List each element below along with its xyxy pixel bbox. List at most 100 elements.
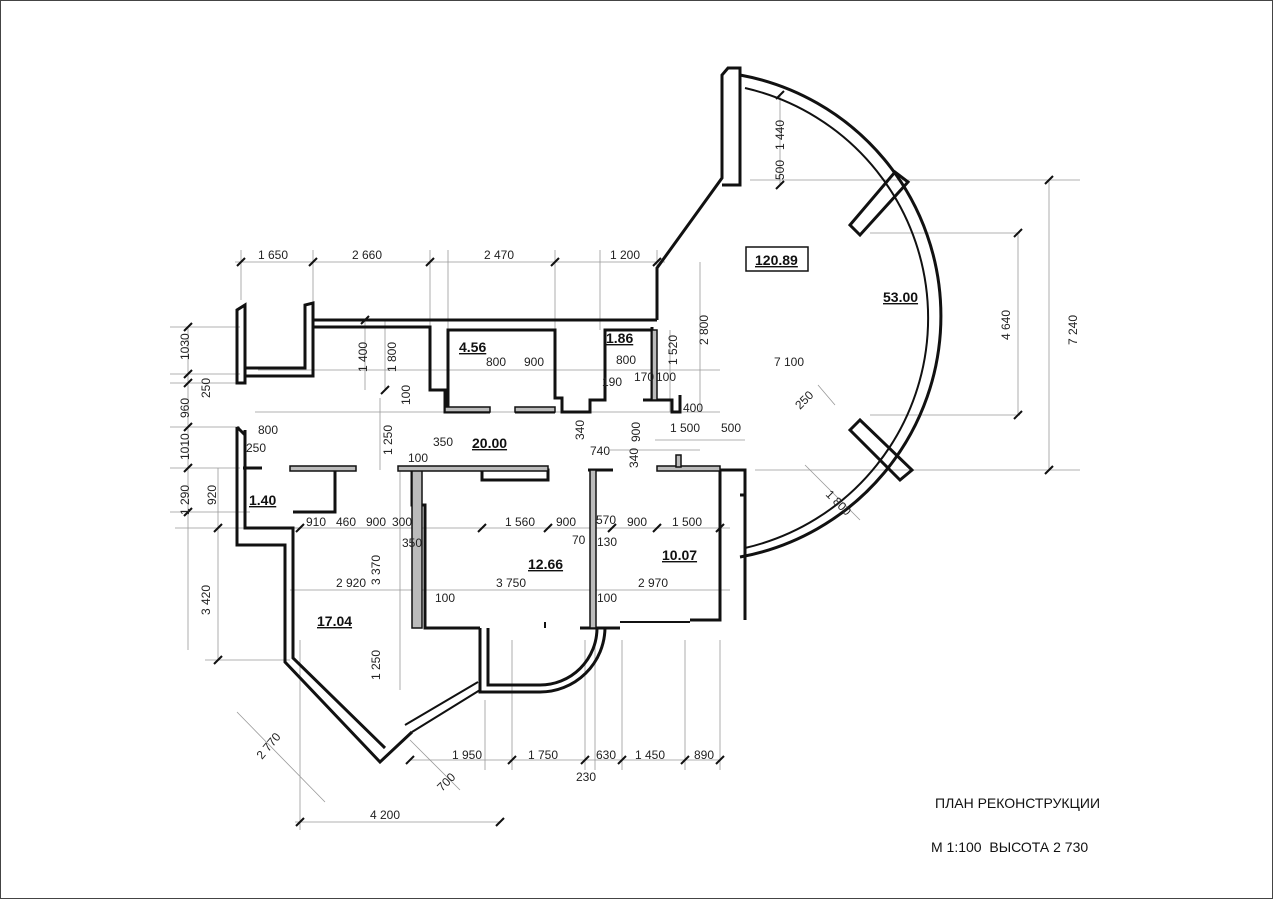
dimension-label: 250 — [199, 378, 213, 398]
dimension-label: 800 — [258, 423, 278, 437]
dimension-label: 1 450 — [635, 748, 665, 762]
dimension-label: 250 — [246, 441, 266, 455]
dimension-label: 740 — [590, 444, 610, 458]
dimension-tick — [295, 817, 305, 827]
dimension-tick — [775, 180, 785, 190]
dimension-label: 900 — [629, 422, 643, 442]
dimension-label: 1010 — [178, 433, 192, 460]
dimension-label: 230 — [576, 770, 596, 784]
dimension-tick — [617, 755, 627, 765]
dimension-label: 1 500 — [672, 515, 702, 529]
dimension-label: 800 — [616, 353, 636, 367]
room-area-label: 1.86 — [606, 330, 633, 346]
room-area-label: 20.00 — [472, 435, 507, 451]
dimension-label: 7 240 — [1066, 315, 1080, 345]
dimension-label: 130 — [597, 535, 617, 549]
dimension-label: 100 — [399, 385, 413, 405]
dimension-label: 1 520 — [666, 335, 680, 365]
dimension-label: 960 — [178, 398, 192, 418]
dimension-label: 190 — [602, 375, 622, 389]
dimension-tick — [652, 257, 662, 267]
dimension-tick — [543, 523, 553, 533]
dimension-label: 570 — [596, 513, 616, 527]
dimension-tick — [213, 523, 223, 533]
dimension-label: 900 — [524, 355, 544, 369]
dimension-label: 4 640 — [999, 310, 1013, 340]
dimension-tick — [213, 655, 223, 665]
dimension-label: 900 — [627, 515, 647, 529]
dimension-tick — [652, 523, 662, 533]
dimension-tick — [183, 507, 193, 517]
dimension-label: 1 250 — [369, 650, 383, 680]
room-area-label: 12.66 — [528, 556, 563, 572]
dimension-label: 1 290 — [178, 485, 192, 515]
dimension-tick — [680, 755, 690, 765]
dimension-label: 500 — [721, 421, 741, 435]
dimension-label: 460 — [336, 515, 356, 529]
dimension-label: 100 — [597, 591, 617, 605]
dimension-label: 3 370 — [369, 555, 383, 585]
dimension-label: 800 — [486, 355, 506, 369]
dimension-label: 340 — [627, 448, 641, 468]
total-area-box — [745, 246, 809, 272]
room-area-label: 17.04 — [317, 613, 352, 629]
room-area-label: 10.07 — [662, 547, 697, 563]
dimension-tick — [380, 385, 390, 395]
dimension-label: 2 770 — [254, 730, 284, 762]
dimension-tick — [183, 369, 193, 379]
dimension-label: 350 — [433, 435, 453, 449]
dimension-lines — [170, 95, 1080, 830]
dimension-label: 1 650 — [258, 248, 288, 262]
dimension-label: 2 800 — [697, 315, 711, 345]
dimension-tick — [580, 755, 590, 765]
dimension-tick — [715, 755, 725, 765]
dimension-tick — [308, 257, 318, 267]
plan-scale: М 1:100 ВЫСОТА 2 730 — [931, 839, 1088, 855]
dimension-label: 1 560 — [505, 515, 535, 529]
dimension-tick — [295, 523, 305, 533]
dimension-tick — [550, 257, 560, 267]
dimension-label: 1030 — [178, 333, 192, 360]
dimension-tick — [183, 422, 193, 432]
dimension-label: 900 — [366, 515, 386, 529]
total-area: 120.89 — [755, 252, 798, 268]
dimension-tick — [1044, 175, 1054, 185]
dimension-ticks — [183, 90, 1054, 827]
dimension-label: 890 — [694, 748, 714, 762]
dimension-label: 3 750 — [496, 576, 526, 590]
room-area-label: 1.40 — [249, 492, 276, 508]
dimension-label: 900 — [556, 515, 576, 529]
dimension-tick — [405, 755, 415, 765]
walls — [235, 66, 943, 765]
dimension-label: 2 970 — [638, 576, 668, 590]
dimension-tick — [236, 257, 246, 267]
dimension-tick — [1013, 228, 1023, 238]
dimension-tick — [183, 378, 193, 388]
dimension-label: 1 400 — [356, 342, 370, 372]
dimension-tick — [507, 755, 517, 765]
dimension-tick — [183, 463, 193, 473]
dimension-label: 1 200 — [610, 248, 640, 262]
dimension-label: 100 — [408, 451, 428, 465]
dimension-label: 250 — [792, 388, 816, 412]
dimension-label: 1 950 — [452, 748, 482, 762]
room-area-label: 4.56 — [459, 339, 486, 355]
dimension-tick — [1013, 410, 1023, 420]
dimension-tick — [477, 523, 487, 533]
room-areas: 53.00 4.56 1.86 20.00 1.40 12.66 10.07 17.04 — [249, 289, 918, 629]
dimension-label: 910 — [306, 515, 326, 529]
dimension-label: 2 920 — [336, 576, 366, 590]
dimension-label: 3 420 — [199, 585, 213, 615]
dimension-label: 350 — [402, 536, 422, 550]
dimension-tick — [607, 523, 617, 533]
dimension-label: 1 500 — [670, 421, 700, 435]
room-area-label: 53.00 — [883, 289, 918, 305]
dimension-label: 4 200 — [370, 808, 400, 822]
dimension-label: 100 — [435, 591, 455, 605]
dimension-label: 920 — [205, 485, 219, 505]
dimension-label: 2 470 — [484, 248, 514, 262]
dimension-label: 170 — [634, 370, 654, 384]
